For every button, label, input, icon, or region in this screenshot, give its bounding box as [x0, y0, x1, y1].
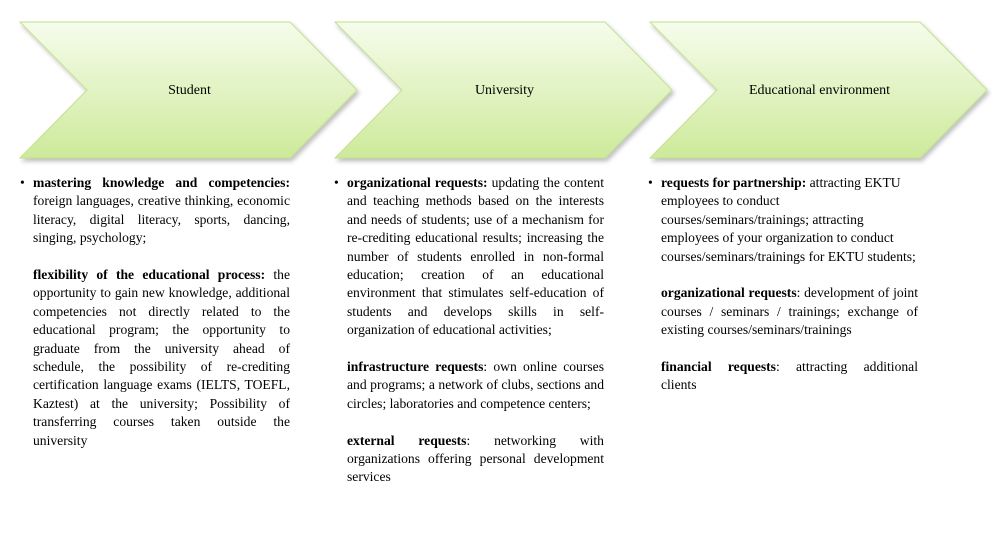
- item-text: : attracting additional clients: [661, 359, 918, 393]
- heading-student: Student: [168, 83, 211, 98]
- item-title: external requests: [347, 432, 467, 448]
- list-item: organizational requests: development of …: [661, 284, 918, 339]
- column-student: • mastering knowledge and competencies: …: [20, 174, 290, 450]
- chevron-student: [18, 21, 358, 159]
- column-university: • organizational requests: updating the …: [334, 174, 604, 487]
- item-title: organizational requests: [661, 285, 797, 301]
- heading-university: University: [474, 83, 535, 98]
- item-title: requests for partnership:: [661, 175, 807, 190]
- chevron-university: [333, 21, 673, 159]
- column-educational-environment: • requests for partnership: attracting E…: [648, 174, 918, 395]
- item-text: attracting EKTU employees to conduct cou…: [661, 175, 916, 264]
- item-text: the opportunity to gain new knowledge, a…: [33, 267, 291, 448]
- list-item: • organizational requests: updating the …: [334, 174, 604, 340]
- heading-educational-environment: Educational environment: [748, 83, 891, 98]
- item-text: foreign languages, creative thinking, ec…: [33, 193, 290, 246]
- list-item: financial requests: attracting additiona…: [661, 358, 918, 395]
- item-title: organizational requests:: [347, 175, 488, 190]
- item-title: financial requests: [661, 359, 776, 375]
- item-text: updating the content and teaching method…: [347, 175, 604, 338]
- item-title: infrastructure requests: [347, 359, 484, 375]
- list-item: external requests: networking with organ…: [347, 432, 604, 487]
- item-text: : own online courses and programs; a net…: [347, 359, 604, 411]
- list-item: • mastering knowledge and competencies: …: [20, 174, 290, 248]
- item-title: flexibility of the educational process:: [33, 267, 266, 283]
- item-title: mastering knowledge and competencies:: [33, 175, 290, 190]
- item-text: : networking with organizations offering…: [347, 432, 604, 485]
- item-text: : development of joint courses / seminar…: [661, 285, 918, 338]
- list-item: flexibility of the educational process: …: [33, 266, 290, 450]
- bullet: •: [648, 175, 653, 190]
- bullet: •: [20, 175, 25, 190]
- list-item: infrastructure requests: own online cour…: [347, 358, 604, 413]
- chevron-arrows: [18, 21, 988, 159]
- chevron-educational-environment: [648, 21, 988, 159]
- list-item: • requests for partnership: attracting E…: [648, 174, 918, 266]
- bullet: •: [334, 175, 339, 190]
